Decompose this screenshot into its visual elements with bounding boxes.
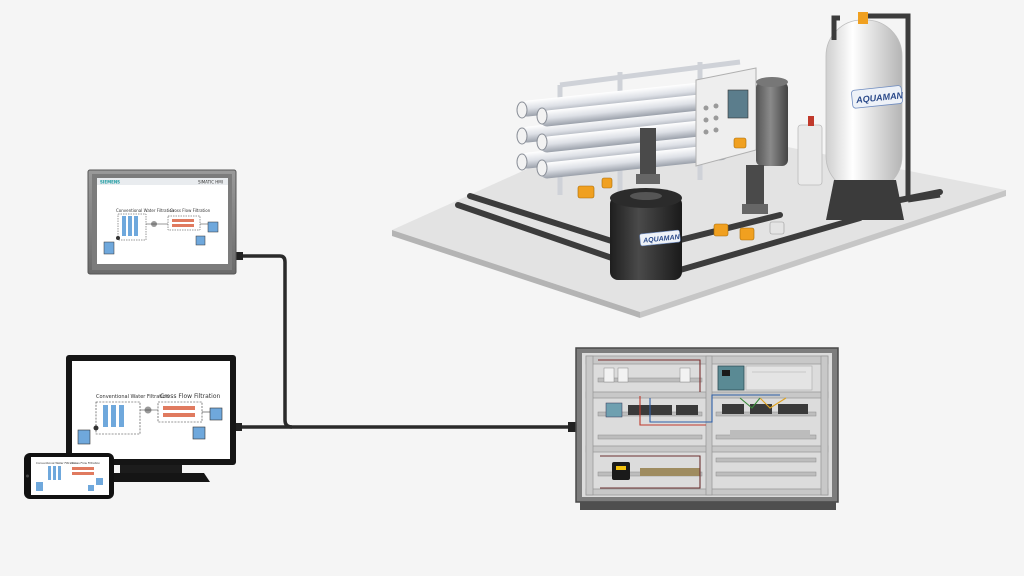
cabinet-wires — [598, 359, 787, 489]
hmi-panel[interactable]: SIEMENS SIMATIC HMI Conventional Water F… — [87, 169, 237, 275]
cartridge-filter-housing — [756, 77, 788, 166]
monitor-title-conventional: Conventional Water Filtration — [96, 394, 169, 400]
hmi-title-conventional: Conventional Water Filtration — [116, 208, 175, 213]
hmi-process-mimic — [103, 213, 219, 255]
monitor-title-crossflow: Cross Flow Filtration — [160, 393, 220, 400]
hmi-title-crossflow: Cross Flow Filtration — [170, 208, 211, 213]
cable-hmi-to-panel — [237, 254, 574, 429]
dosing-tank — [797, 116, 823, 186]
local-control-box — [695, 67, 757, 167]
control-valves — [577, 137, 755, 241]
cabinet-wiring-ducts — [585, 355, 829, 496]
membrane-pressure-vessels — [516, 82, 730, 179]
hmi-brand-label: SIEMENS — [100, 180, 120, 185]
plc-controller[interactable] — [717, 365, 813, 391]
high-pressure-pumps — [636, 128, 768, 214]
phone-title-conventional: Conventional Water Filtration — [36, 461, 77, 465]
control-cabinet[interactable] — [575, 347, 839, 510]
hmi-screen — [97, 178, 228, 264]
phone-title-crossflow: Cross Flow Filtration — [72, 461, 100, 465]
desktop-monitor[interactable]: Conventional Water Filtration Cross Flow… — [66, 355, 236, 482]
permeate-storage-tank: AQUAMAN — [610, 188, 682, 280]
phone-process-mimic — [36, 466, 103, 491]
monitor-process-mimic — [77, 401, 223, 445]
phone-screen — [31, 457, 109, 495]
small-tank-brand-label: AQUAMAN — [642, 234, 681, 245]
reverse-osmosis-plant: AQUAMAN AQUAMAN — [392, 12, 1006, 318]
smartphone[interactable]: Conventional Water Filtration Cross Flow… — [24, 453, 114, 499]
hmi-model-label: SIMATIC HMI — [198, 180, 223, 185]
cable-connector-monitor — [234, 423, 242, 431]
pressure-filter-tank: AQUAMAN — [825, 12, 941, 220]
flow-meter — [769, 221, 785, 235]
cable-connector-panel — [568, 422, 578, 432]
cable-connector-hmi — [235, 252, 243, 260]
network-cables — [236, 254, 574, 429]
